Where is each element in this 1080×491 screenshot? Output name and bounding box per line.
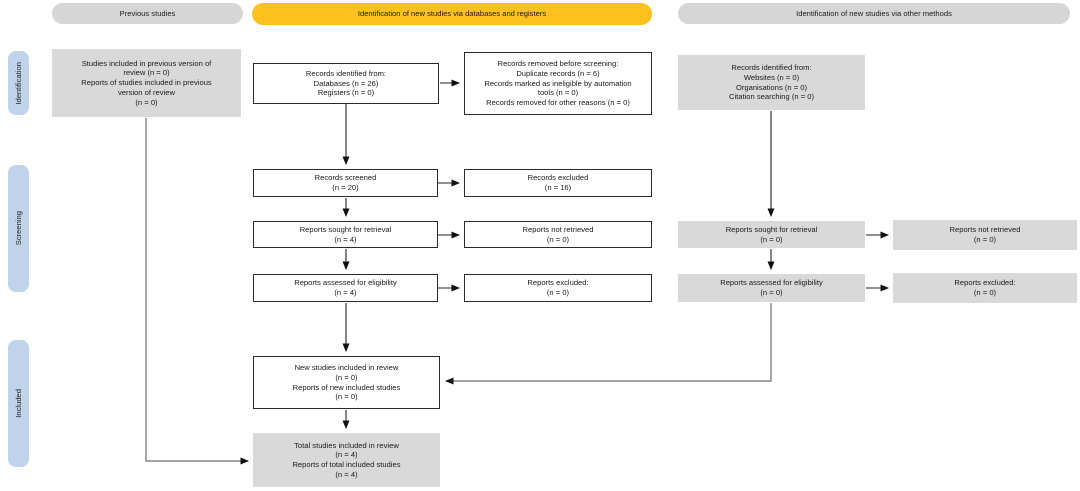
header-other-methods: Identification of new studies via other … (678, 3, 1070, 24)
box-previous-studies: Studies included in previous version of … (52, 49, 241, 117)
stage-label-screening: Screening (8, 165, 29, 292)
stage-label-included: Included (8, 340, 29, 467)
box-other-sought-text: Reports sought for retrieval (n = 0) (725, 224, 818, 244)
box-reports-sought-text: Reports sought for retrieval (n = 4) (299, 224, 392, 244)
stage-label-included-text: Included (13, 389, 23, 418)
box-records-excluded-text: Records excluded (n = 16) (527, 173, 589, 192)
header-databases-registers: Identification of new studies via databa… (252, 3, 652, 25)
box-total-studies: Total studies included in review (n = 4)… (253, 433, 440, 487)
box-other-assessed: Reports assessed for eligibility (n = 0) (678, 274, 865, 302)
box-reports-assessed: Reports assessed for eligibility (n = 4) (253, 274, 438, 302)
box-other-excluded: Reports excluded: (n = 0) (893, 273, 1077, 303)
box-total-studies-text: Total studies included in review (n = 4)… (292, 440, 401, 479)
box-records-screened-text: Records screened (n = 20) (314, 173, 377, 192)
header-previous-studies: Previous studies (52, 3, 243, 24)
box-other-not-retrieved-text: Reports not retrieved (n = 0) (949, 225, 1021, 244)
box-reports-excluded: Reports excluded: (n = 0) (464, 274, 652, 302)
box-other-identified: Records identified from: Websites (n = 0… (678, 55, 865, 110)
box-records-excluded: Records excluded (n = 16) (464, 169, 652, 197)
header-other-methods-label: Identification of new studies via other … (796, 8, 952, 18)
header-previous-studies-label: Previous studies (119, 8, 176, 18)
box-other-sought: Reports sought for retrieval (n = 0) (678, 221, 865, 248)
stage-label-identification-text: Identification (13, 61, 23, 105)
stage-label-screening-text: Screening (13, 211, 23, 246)
box-other-identified-text: Records identified from: Websites (n = 0… (728, 63, 815, 102)
box-previous-studies-text: Studies included in previous version of … (81, 58, 212, 107)
box-records-removed: Records removed before screening: Duplic… (464, 52, 652, 115)
box-new-studies-text: New studies included in review (n = 0) R… (292, 363, 401, 402)
elbow-other-to-new-studies (445, 303, 772, 385)
box-other-not-retrieved: Reports not retrieved (n = 0) (893, 220, 1077, 250)
box-records-screened: Records screened (n = 20) (253, 169, 438, 197)
box-reports-excluded-text: Reports excluded: (n = 0) (527, 278, 589, 297)
box-reports-assessed-text: Reports assessed for eligibility (n = 4) (294, 278, 397, 297)
box-records-identified-text: Records identified from: Databases (n = … (305, 68, 387, 98)
box-records-identified: Records identified from: Databases (n = … (253, 63, 439, 104)
box-other-assessed-text: Reports assessed for eligibility (n = 0) (720, 278, 823, 297)
elbow-previous-to-total (145, 118, 249, 465)
stage-label-identification: Identification (8, 51, 29, 115)
box-reports-not-retrieved-text: Reports not retrieved (n = 0) (522, 224, 594, 244)
header-databases-registers-label: Identification of new studies via databa… (357, 9, 547, 19)
box-new-studies: New studies included in review (n = 0) R… (253, 356, 440, 409)
box-other-excluded-text: Reports excluded: (n = 0) (954, 278, 1016, 297)
box-reports-not-retrieved: Reports not retrieved (n = 0) (464, 221, 652, 248)
box-records-removed-text: Records removed before screening: Duplic… (484, 59, 632, 108)
box-reports-sought: Reports sought for retrieval (n = 4) (253, 221, 438, 248)
